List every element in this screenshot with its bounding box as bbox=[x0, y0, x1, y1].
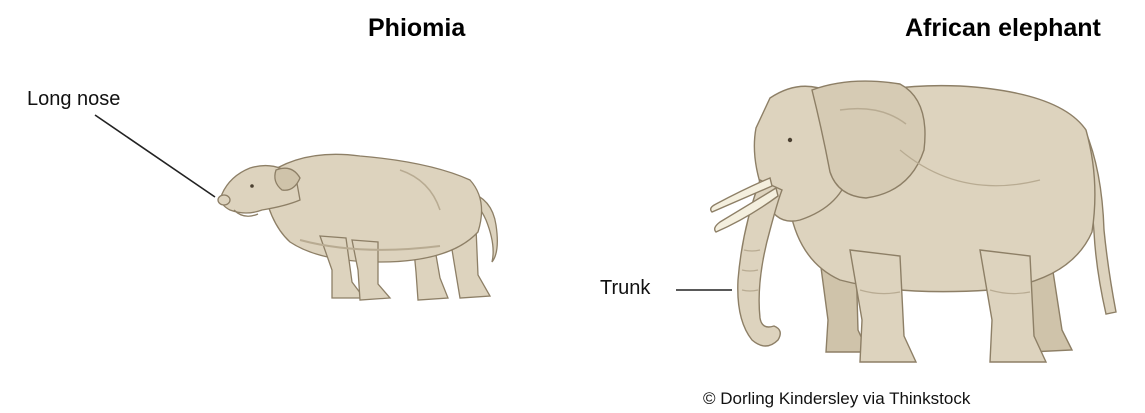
long-nose-leader-line bbox=[95, 115, 215, 197]
african-elephant-illustration bbox=[711, 81, 1116, 362]
image-credit: © Dorling Kindersley via Thinkstock bbox=[703, 389, 970, 409]
phiomia-illustration bbox=[218, 154, 497, 300]
